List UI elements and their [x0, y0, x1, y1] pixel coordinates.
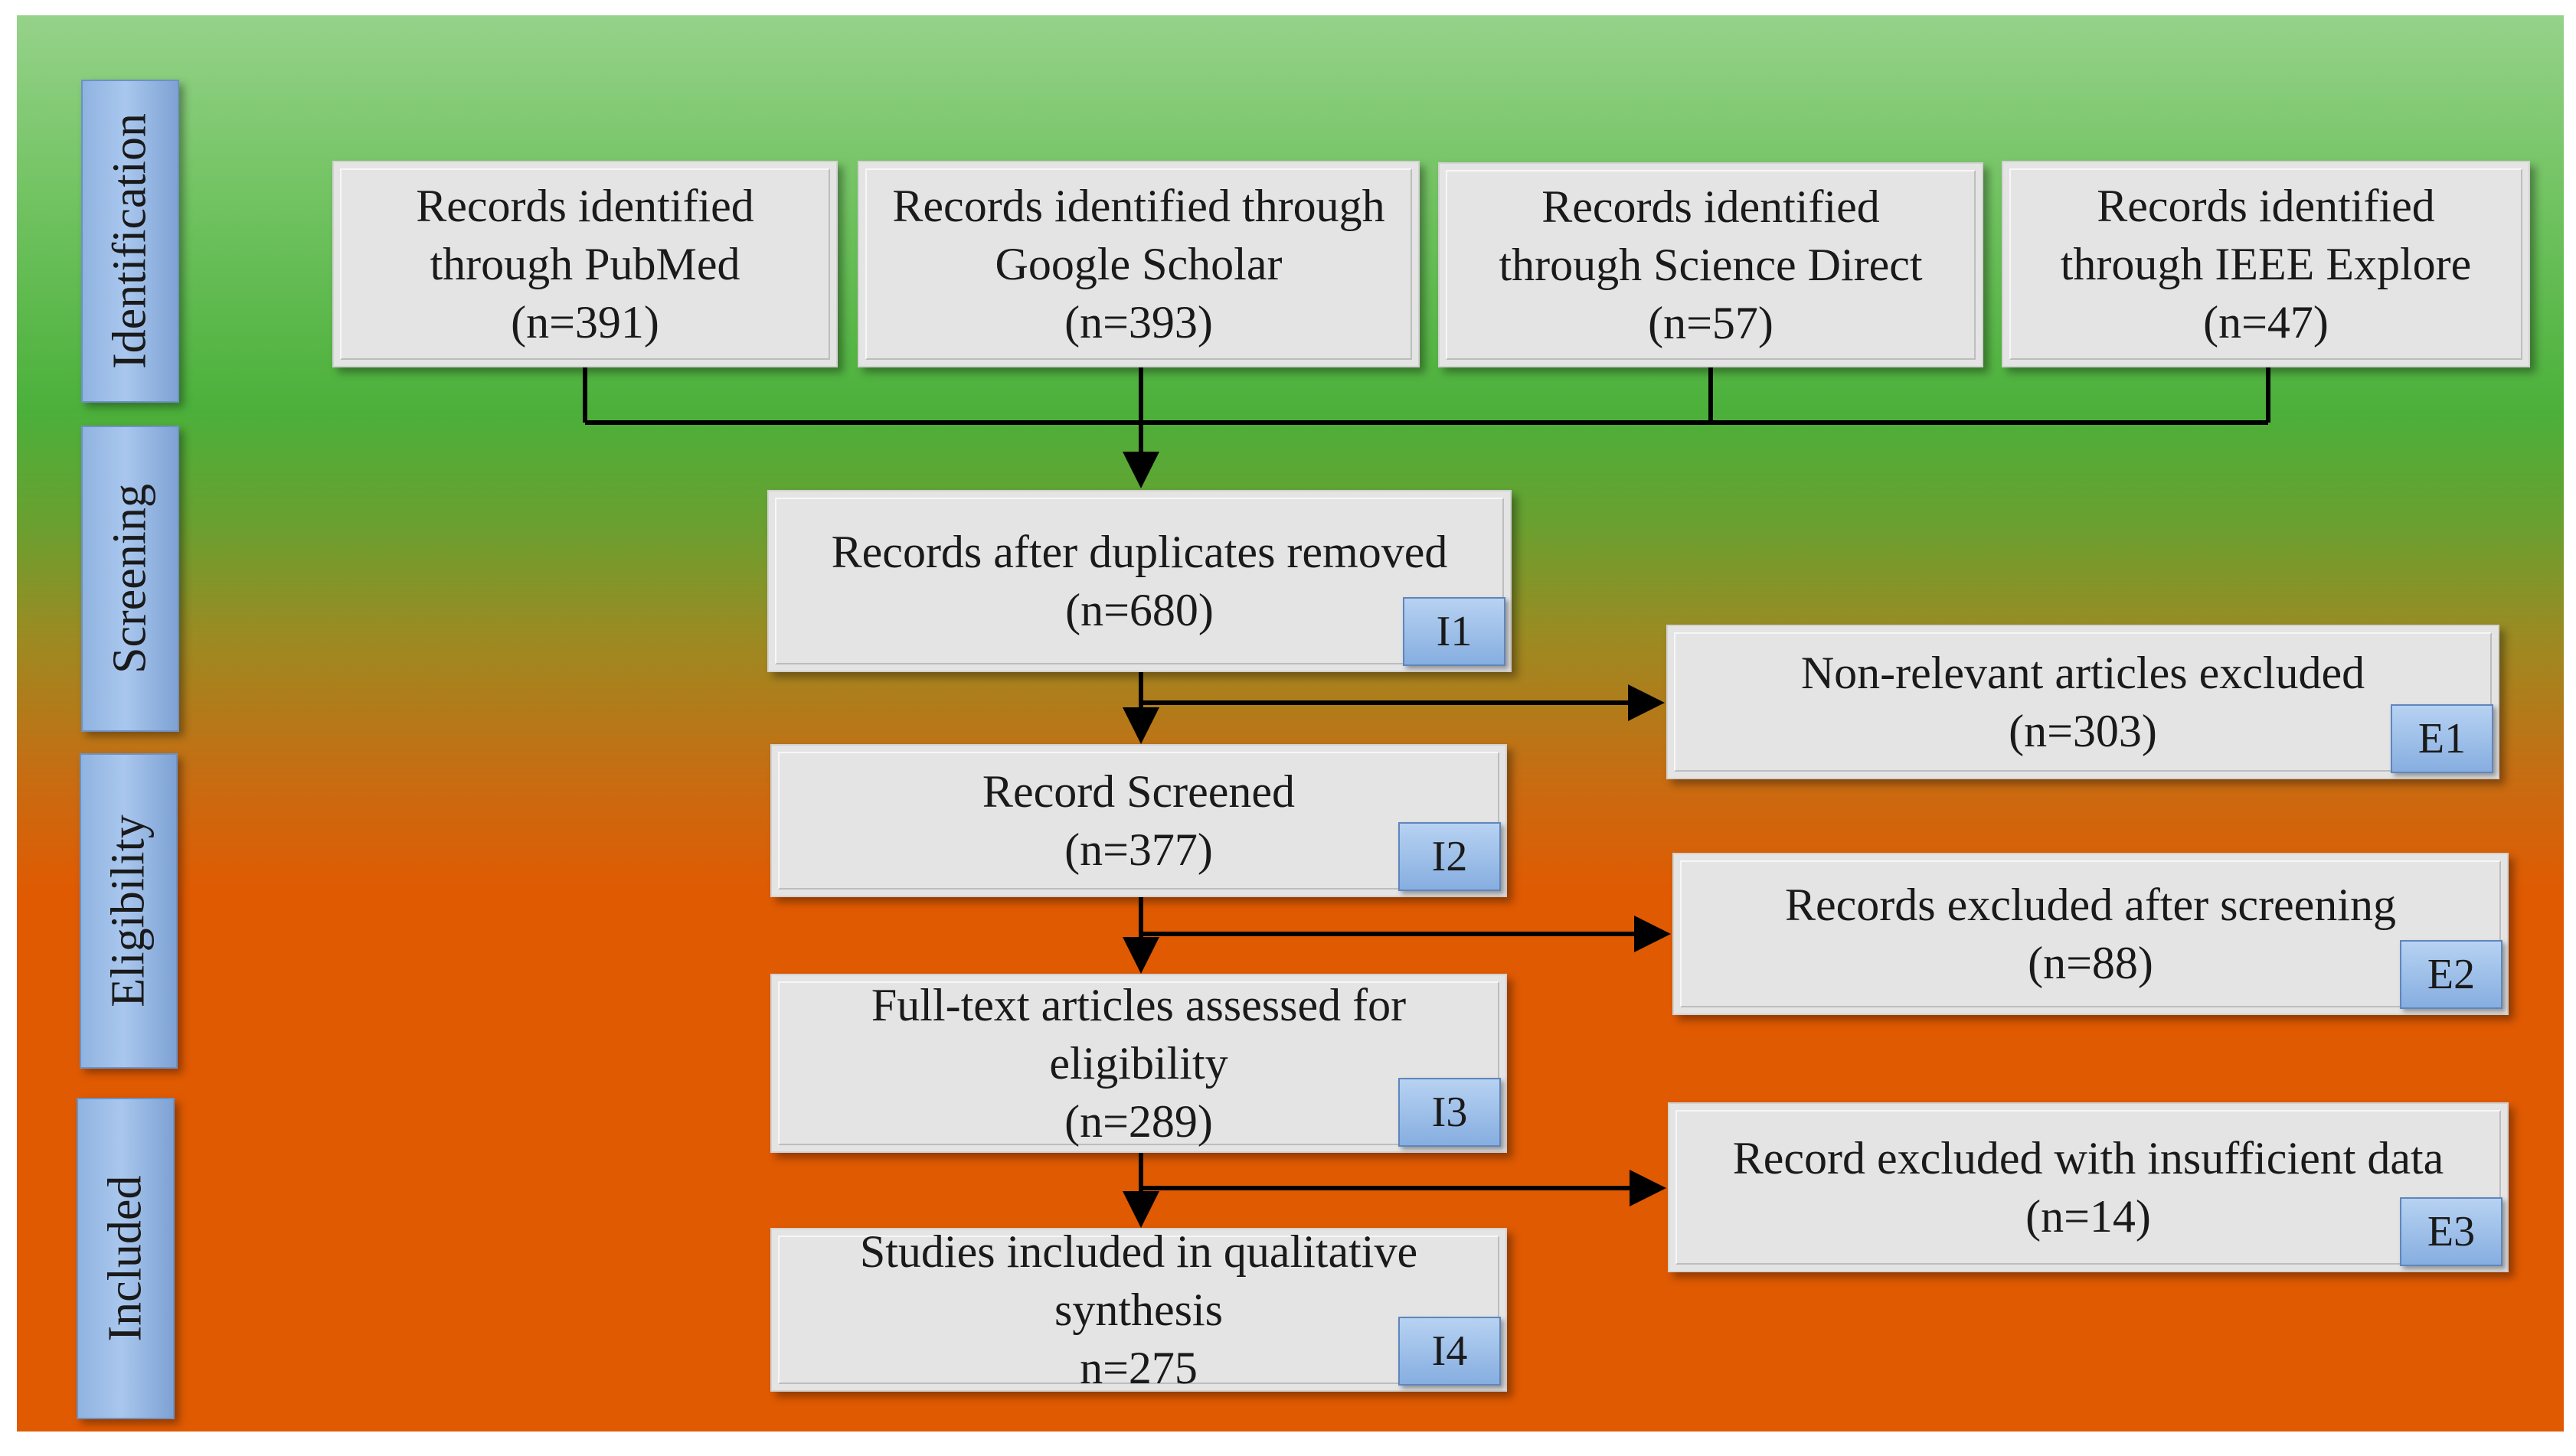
insufficient-data-box: Record excluded with insufficient data (…	[1668, 1102, 2509, 1272]
after-screening-label: Records excluded after screening	[1785, 880, 2396, 930]
tag-i4: I4	[1398, 1317, 1501, 1386]
included-count: n=275	[1080, 1343, 1198, 1393]
source-pubmed-box: Records identified through PubMed (n=391…	[332, 161, 838, 367]
source-scholar-box: Records identified through Google Schola…	[858, 161, 1420, 367]
assessed-label-1: Full-text articles assessed for	[871, 980, 1407, 1030]
duplicates-removed-box: Records after duplicates removed (n=680)…	[767, 490, 1512, 672]
included-label-1: Studies included in qualitative	[859, 1226, 1418, 1277]
source-scholar-count: (n=393)	[1064, 297, 1213, 348]
stage-included: Included	[77, 1098, 175, 1419]
tag-e3: E3	[2400, 1197, 2502, 1266]
source-scholar-line-1: Records identified through	[892, 181, 1385, 231]
source-science-direct-line-1: Records identified	[1541, 181, 1880, 232]
screened-label: Record Screened	[982, 766, 1296, 817]
source-pubmed-line-2: through PubMed	[430, 239, 740, 289]
source-ieee-line-2: through IEEE Explore	[2060, 239, 2472, 289]
source-pubmed-line-1: Records identified	[416, 181, 754, 231]
source-ieee-line-1: Records identified	[2097, 181, 2435, 231]
included-box: Studies included in qualitative synthesi…	[770, 1226, 1507, 1393]
source-ieee-box: Records identified through IEEE Explore …	[2002, 161, 2530, 367]
duplicates-removed-count: (n=680)	[1065, 585, 1214, 635]
stage-eligibility: Eligibility	[80, 753, 178, 1069]
duplicates-removed-label: Records after duplicates removed	[831, 527, 1448, 577]
included-label-2: synthesis	[1054, 1285, 1224, 1335]
screened-count: (n=377)	[1064, 824, 1213, 875]
assessed-label-2: eligibility	[1049, 1038, 1228, 1089]
assessed-count: (n=289)	[1064, 1096, 1213, 1147]
tag-i2: I2	[1398, 822, 1501, 891]
source-science-direct-line-2: through Science Direct	[1499, 240, 1923, 290]
insufficient-data-label: Record excluded with insufficient data	[1732, 1133, 2444, 1183]
source-ieee-count: (n=47)	[2203, 297, 2329, 348]
after-screening-box: Records excluded after screening (n=88) …	[1672, 853, 2509, 1015]
after-screening-count: (n=88)	[2028, 938, 2153, 988]
stage-identification: Identification	[81, 80, 179, 403]
source-science-direct-count: (n=57)	[1648, 298, 1773, 348]
non-relevant-label: Non-relevant articles excluded	[1800, 648, 2365, 698]
screened-box: Record Screened (n=377) I2	[770, 744, 1507, 897]
non-relevant-box: Non-relevant articles excluded (n=303) E…	[1666, 625, 2499, 779]
tag-i3: I3	[1398, 1078, 1501, 1147]
tag-e1: E1	[2391, 704, 2493, 773]
non-relevant-count: (n=303)	[2009, 706, 2157, 756]
insufficient-data-count: (n=14)	[2025, 1191, 2151, 1242]
source-scholar-line-2: Google Scholar	[995, 239, 1283, 289]
tag-e2: E2	[2400, 940, 2502, 1009]
assessed-box: Full-text articles assessed for eligibil…	[770, 974, 1507, 1153]
tag-i1: I1	[1403, 597, 1505, 666]
source-pubmed-count: (n=391)	[511, 297, 659, 348]
source-science-direct-box: Records identified through Science Direc…	[1438, 162, 1983, 367]
stage-screening: Screening	[81, 426, 179, 732]
